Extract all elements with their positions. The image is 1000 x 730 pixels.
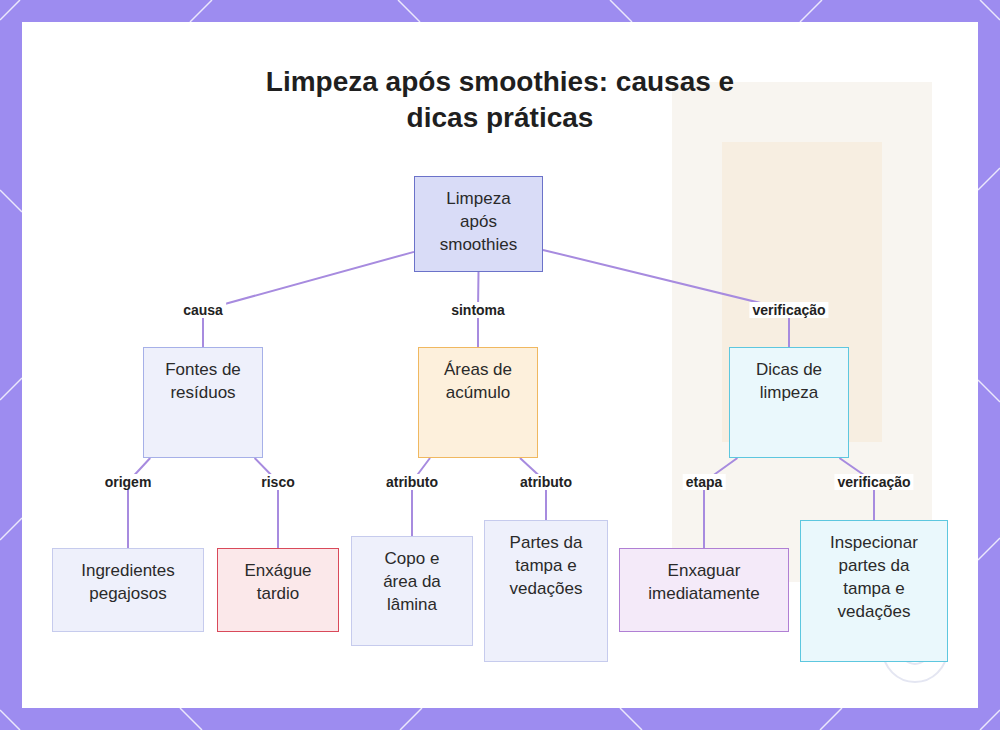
connector-line <box>704 458 737 548</box>
node-text: Enxágue tardio <box>228 559 328 605</box>
node-text: Áreas de acúmulo <box>429 358 527 404</box>
edge-label: risco <box>258 474 297 490</box>
edge-label: etapa <box>683 474 726 490</box>
edge-label: atributo <box>517 474 575 490</box>
node-text: Copo e área da lâmina <box>374 547 450 616</box>
diagram-title: Limpeza após smoothies: causas e dicas p… <box>240 64 760 136</box>
node-text: Limpeza após smoothies <box>433 187 524 256</box>
connector-line <box>255 458 278 548</box>
step-box: Enxaguar imediatamente <box>619 548 789 632</box>
node-text: Dicas de limpeza <box>740 358 838 404</box>
category-box: Fontes de resíduos <box>143 347 263 458</box>
risk-box: Enxágue tardio <box>217 548 339 632</box>
leaf-box: Partes da tampa e vedações <box>484 520 608 662</box>
leaf-box: Copo e área da lâmina <box>351 536 473 646</box>
edge-label: origem <box>102 474 155 490</box>
connector-line <box>543 250 789 347</box>
edge-label: sintoma <box>448 302 508 318</box>
node-text: Fontes de resíduos <box>154 358 252 404</box>
node-text: Enxaguar imediatamente <box>630 559 778 605</box>
root-box: Limpeza após smoothies <box>414 176 543 272</box>
check-box: Inspecionar partes da tampa e vedações <box>800 520 948 662</box>
connector-line <box>128 458 150 548</box>
node-text: Inspecionar partes da tampa e vedações <box>821 531 927 623</box>
edge-label: verificação <box>834 474 913 490</box>
category-box: Dicas de limpeza <box>729 347 849 458</box>
category-box: Áreas de acúmulo <box>418 347 538 458</box>
edge-label: atributo <box>383 474 441 490</box>
leaf-box: Ingredientes pegajosos <box>52 548 204 632</box>
edge-label: causa <box>180 302 226 318</box>
node-text: Ingredientes pegajosos <box>63 559 193 605</box>
connector-line <box>412 458 430 536</box>
connector-line <box>203 252 414 347</box>
node-text: Partes da tampa e vedações <box>500 531 592 600</box>
edge-label: verificação <box>749 302 828 318</box>
